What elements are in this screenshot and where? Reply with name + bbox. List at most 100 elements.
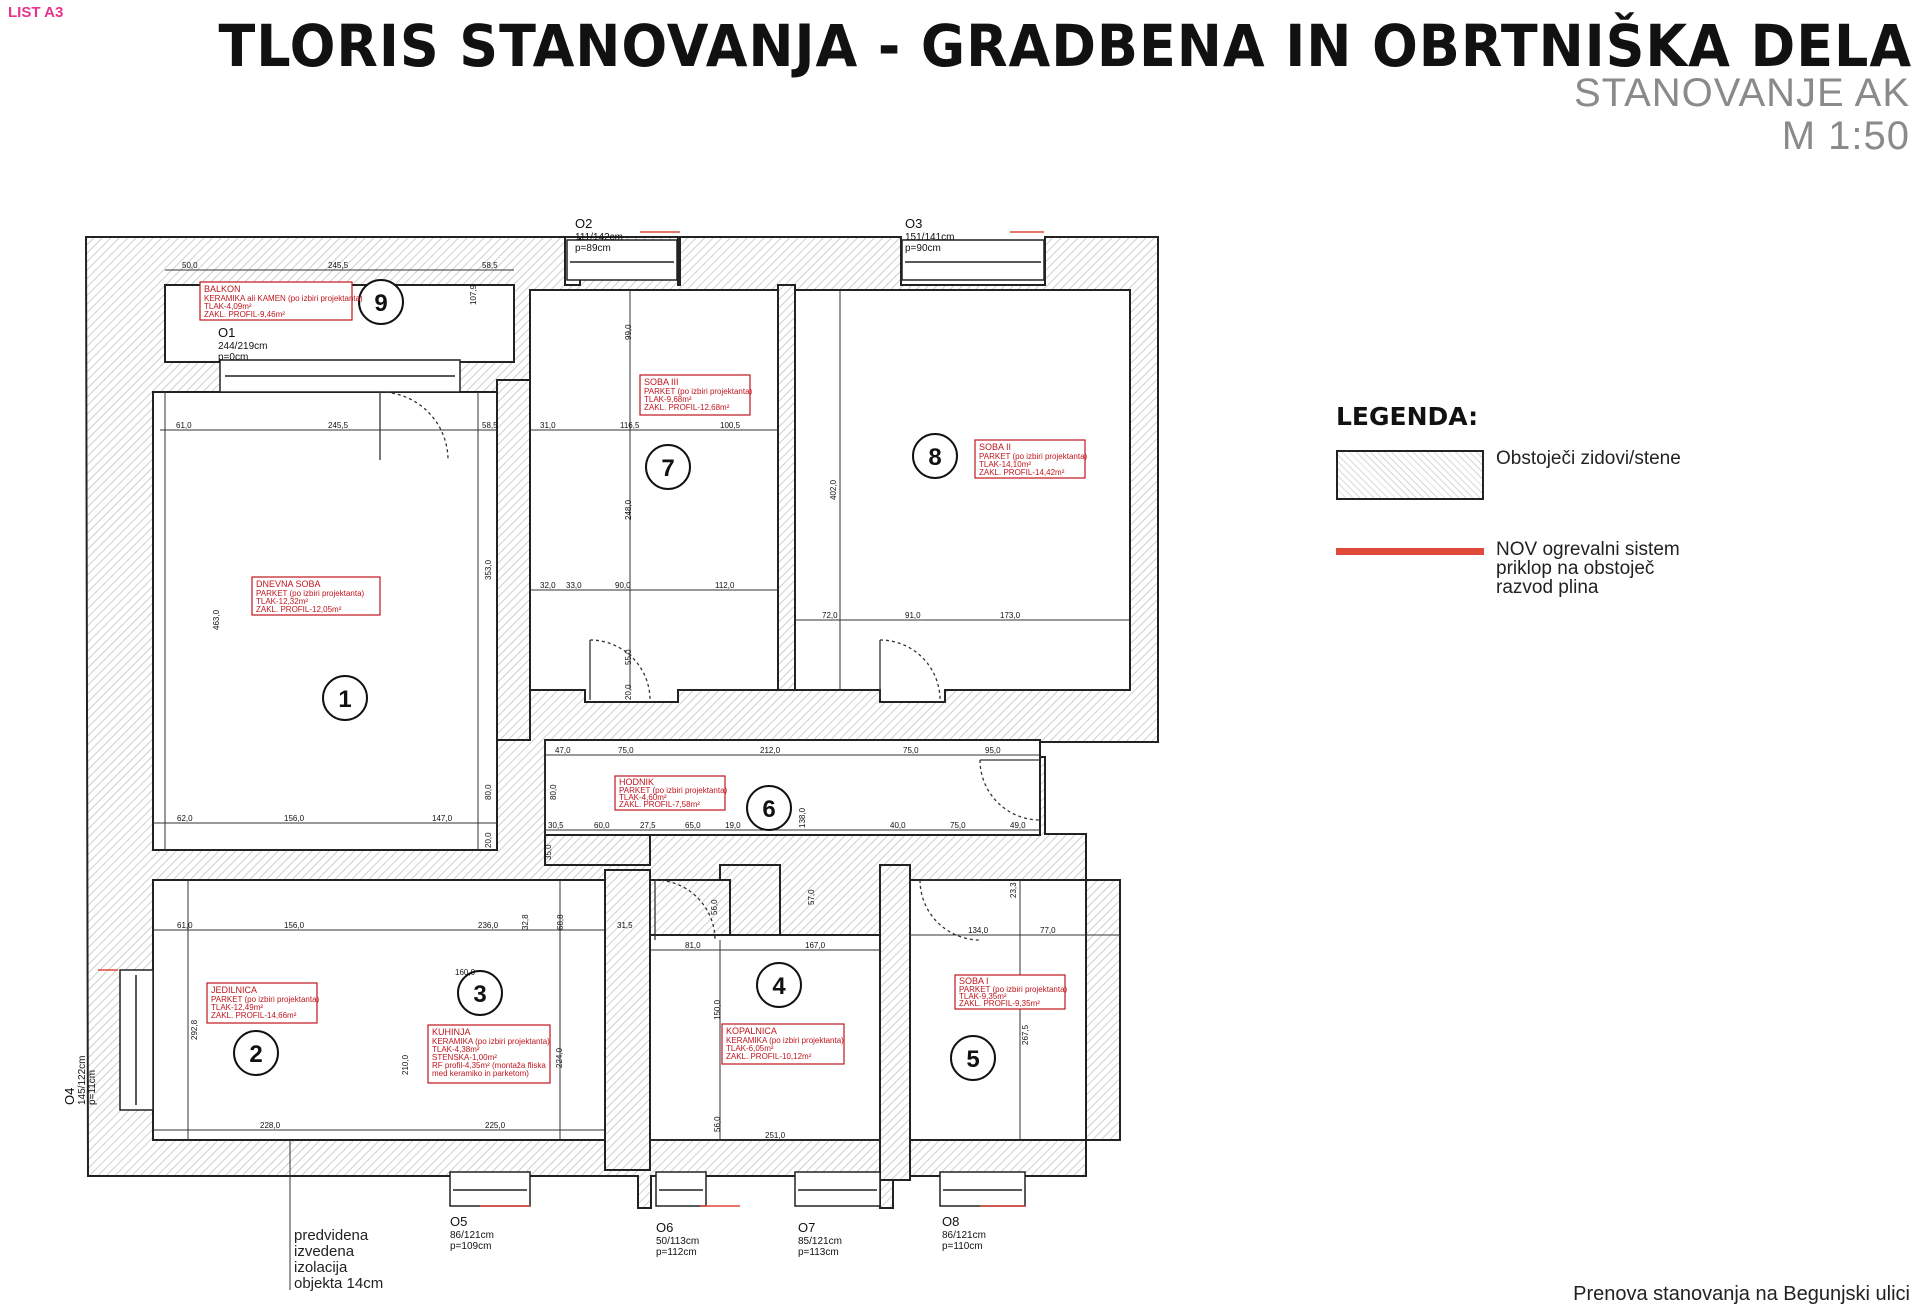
dimension-value: 236,0: [478, 921, 499, 930]
room-6-line-3: TLAK-4,60m²: [619, 793, 667, 802]
dimension-value: 138,0: [798, 807, 807, 828]
opening-o2-sill: p=89cm: [575, 243, 611, 254]
dimension-value: 156,0: [284, 921, 305, 930]
opening-o8-size: 86/121cm: [942, 1230, 986, 1241]
opening-o2-size: 111/142cm: [575, 232, 623, 243]
insulation-note-line-4: objekta 14cm: [294, 1275, 383, 1292]
dimension-value: 156,0: [284, 814, 305, 823]
dimension-value: 60,0: [594, 821, 610, 830]
room-2-line-4: ZAKL. PROFIL-14,66m²: [211, 1011, 297, 1020]
dimension-value: 77,0: [1040, 926, 1056, 935]
dimension-value: 99,0: [624, 324, 633, 340]
dimension-value: 58,5: [482, 261, 498, 270]
room-7-line-2: PARKET (po izbiri projektanta): [644, 387, 753, 396]
drawing-scale: M 1:50: [1781, 114, 1910, 158]
legend-title: LEGENDA:: [1336, 402, 1479, 431]
opening-o3-code: O3: [905, 216, 922, 231]
legend-heating-label-line-1: NOV ogrevalni sistem: [1496, 539, 1680, 560]
sheet-label: LIST A3: [8, 4, 64, 21]
legend-heating-line-swatch: [1336, 548, 1484, 555]
opening-o1-sill: p=0cm: [218, 352, 248, 363]
room-number-7: 7: [661, 455, 674, 482]
room-2-line-2: PARKET (po izbiri projektanta): [211, 995, 320, 1004]
room-7-line-4: ZAKL. PROFIL-12,68m²: [644, 403, 730, 412]
room-6-line-4: ZAKL. PROFIL-7,58m²: [619, 800, 700, 809]
legend-existing-walls-label: Obstoječi zidovi/stene: [1496, 448, 1681, 469]
insulation-note-line-1: predvidena: [294, 1227, 369, 1244]
opening-o5-size: 86/121cm: [450, 1230, 494, 1241]
drawing-title: TLORIS STANOVANJA - GRADBENA IN OBRTNIŠK…: [218, 12, 1912, 80]
dimension-value: 150,0: [713, 999, 722, 1020]
room-3-line-5: RF profil-4,35m² (montaža fliska: [432, 1061, 546, 1070]
dimension-value: 100,5: [720, 421, 741, 430]
dimension-value: 402,0: [829, 479, 838, 500]
dimension-value: 31,0: [540, 421, 556, 430]
dimension-value: 267,5: [1021, 1024, 1030, 1045]
dimension-value: 31,5: [617, 921, 633, 930]
room-1-name: DNEVNA SOBA: [256, 579, 321, 589]
dimension-value: 56,0: [713, 1116, 722, 1132]
dimension-value: 75,0: [618, 746, 634, 755]
opening-o5-sill: p=109cm: [450, 1241, 491, 1252]
room-1-line-4: ZAKL. PROFIL-12,05m²: [256, 605, 342, 614]
dimension-value: 147,0: [432, 814, 453, 823]
room-4-line-2: KERAMIKA (po izbiri projektanta): [726, 1036, 844, 1045]
heating-system-route: [98, 231, 1044, 1207]
dimension-value: 32,0: [540, 581, 556, 590]
room-number-6: 6: [762, 796, 775, 823]
room-9-name: BALKON: [204, 284, 241, 294]
opening-o7-size: 85/121cm: [798, 1236, 842, 1247]
dimension-value: 61,0: [177, 921, 193, 930]
dimension-value: 167,0: [805, 941, 826, 950]
dimension-value: 30,5: [548, 821, 564, 830]
dimension-value: 116,5: [620, 421, 640, 430]
room-4-line-3: TLAK-6,05m²: [726, 1044, 774, 1053]
room-number-9: 9: [374, 290, 387, 317]
legend-existing-walls-swatch: [1336, 450, 1484, 500]
opening-o3-size: 151/141cm: [905, 232, 954, 243]
dimension-value: 55,0: [624, 649, 633, 665]
dimension-value: 50,0: [182, 261, 198, 270]
opening-o8-sill: p=110cm: [942, 1241, 983, 1252]
opening-o5-code: O5: [450, 1214, 467, 1229]
dimension-value: 80,0: [484, 784, 493, 800]
footer-caption: Prenova stanovanja na Begunjski ulici: [1573, 1283, 1910, 1305]
dimension-value: 225,0: [485, 1121, 506, 1130]
room-6-line-2: PARKET (po izbiri projektanta): [619, 786, 728, 795]
dimension-value: 32,8: [521, 914, 530, 930]
room-5-name: SOBA I: [959, 976, 989, 986]
room-number-4: 4: [772, 973, 786, 1000]
dimension-value: 75,0: [950, 821, 966, 830]
room-8-line-3: TLAK-14,10m²: [979, 460, 1031, 469]
drawing-subtitle: STANOVANJE AK: [1573, 71, 1910, 115]
dimension-value: 91,0: [905, 611, 921, 620]
dimension-value: 112,0: [715, 581, 735, 590]
dimension-value: 33,0: [566, 581, 582, 590]
room-1-line-2: PARKET (po izbiri projektanta): [256, 589, 365, 598]
dimension-value: 224,0: [555, 1047, 564, 1068]
dimension-value: 173,0: [1000, 611, 1021, 620]
opening-o6-code: O6: [656, 1220, 673, 1235]
dimension-value: 134,0: [968, 926, 989, 935]
room-8-line-2: PARKET (po izbiri projektanta): [979, 452, 1088, 461]
dimension-value: 80,0: [549, 784, 558, 800]
opening-o6-sill: p=112cm: [656, 1247, 697, 1258]
room-7-line-3: TLAK-9,68m²: [644, 395, 692, 404]
dimension-value: 210,0: [401, 1054, 410, 1075]
insulation-note-line-3: izolacija: [294, 1259, 348, 1276]
opening-o4-sill: p=11cm: [87, 1070, 98, 1105]
dimension-value: 245,5: [328, 421, 349, 430]
windows: [119, 239, 1045, 1207]
room-8-line-4: ZAKL. PROFIL-14,42m²: [979, 468, 1065, 477]
room-1-line-3: TLAK-12,32m²: [256, 597, 308, 606]
room-3-line-2: KERAMIKA (po izbiri projektanta): [432, 1037, 550, 1046]
room-number-5: 5: [966, 1046, 979, 1073]
dimension-value: 353,0: [484, 559, 493, 580]
room-9-line-4: ZAKL. PROFIL-9,46m²: [204, 310, 285, 319]
room-labels: DNEVNA SOBA PARKET (po izbiri projektant…: [204, 284, 1088, 1078]
dimension-value: 251,0: [765, 1131, 786, 1140]
doors: [379, 391, 1041, 941]
dimension-value: 58,5: [482, 421, 498, 430]
room-number-1: 1: [338, 686, 351, 713]
room-number-2: 2: [249, 1041, 262, 1068]
